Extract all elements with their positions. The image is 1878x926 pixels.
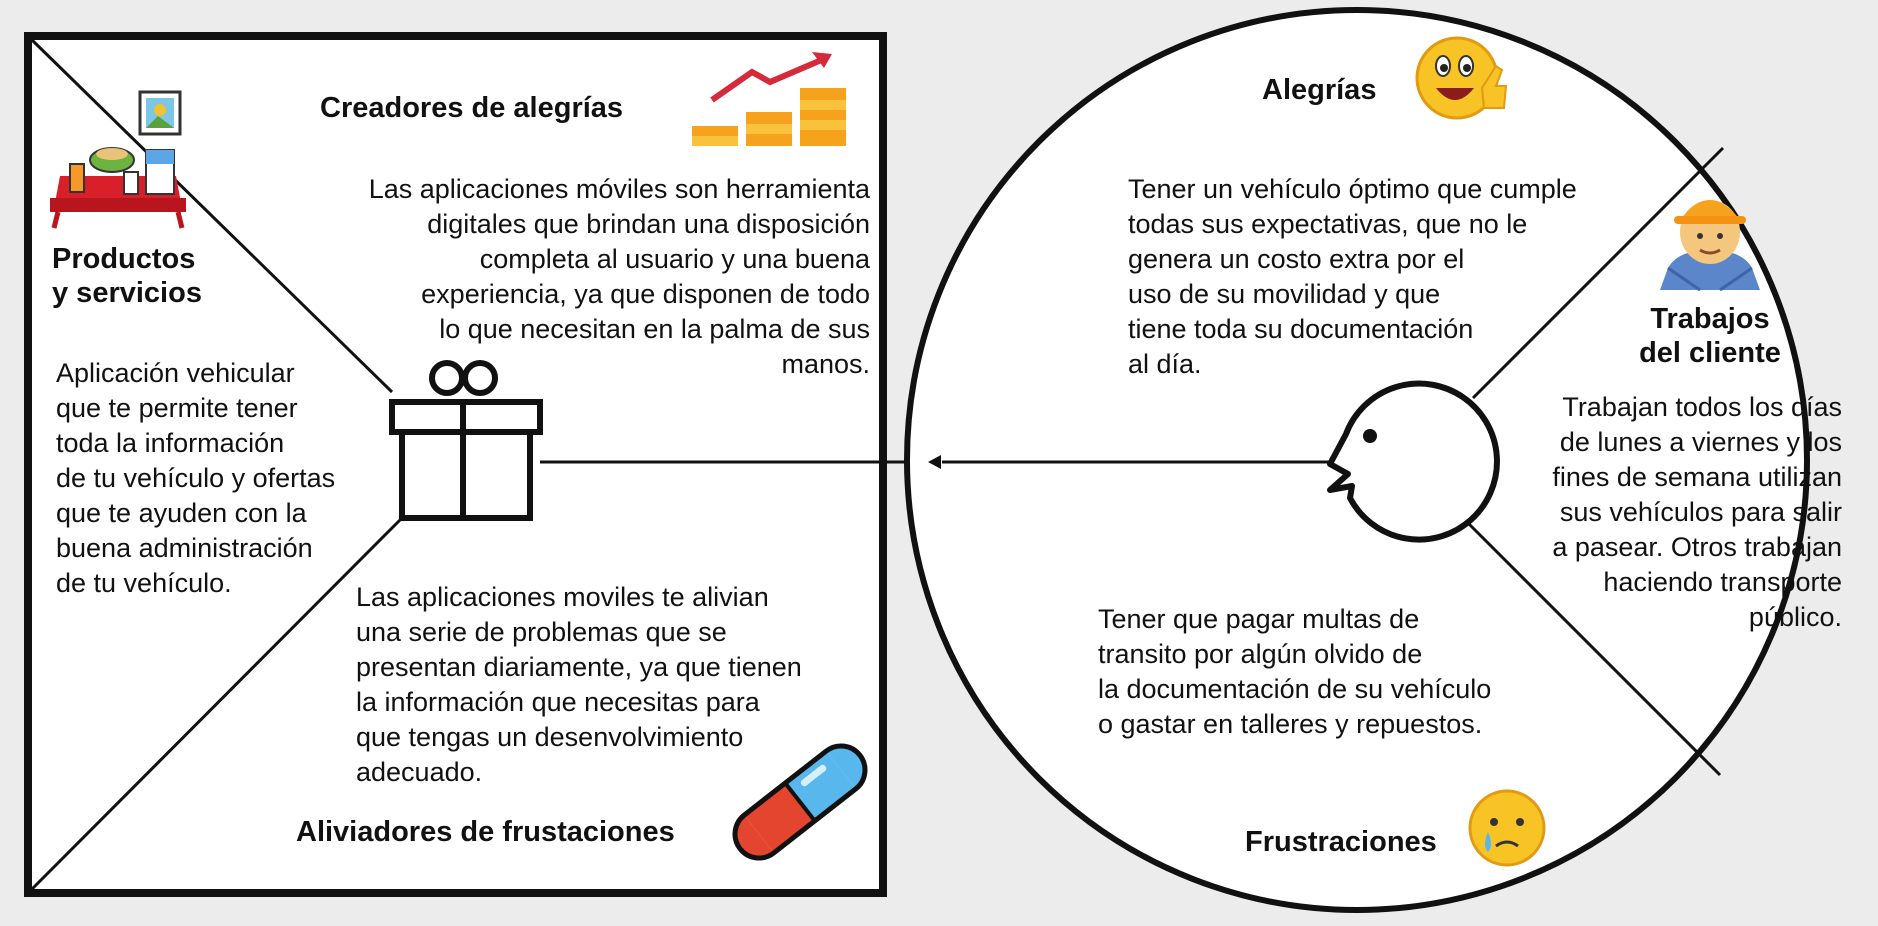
- products-services-text: Aplicación vehicular que te permite tene…: [56, 358, 336, 598]
- value-map-divider-bottom: [30, 518, 402, 891]
- customer-divider-top: [1471, 146, 1725, 400]
- happy-thumbs-up-emoji-icon: [1415, 36, 1508, 120]
- customer-jobs-title: Trabajos del cliente: [1639, 303, 1781, 369]
- value-map: [24, 32, 920, 897]
- gains-title: Alegrías: [1262, 74, 1377, 106]
- gain-creators-title: Creadores de alegrías: [320, 92, 624, 124]
- connector-right-arrowhead: [928, 455, 941, 469]
- crying-emoji-icon: [1468, 789, 1546, 867]
- pain-relievers-title: Aliviadores de frustaciones: [296, 816, 675, 848]
- pill-capsule-icon: [732, 743, 868, 861]
- pains-text: Tener que pagar multas de transito por a…: [1098, 604, 1492, 739]
- customer-divider-bottom: [1463, 518, 1722, 777]
- products-services-title: Productos y servicios: [52, 243, 202, 309]
- gains-text: Tener un vehículo óptimo que cumple toda…: [1128, 174, 1577, 379]
- products-table-icon: [50, 90, 186, 229]
- construction-worker-emoji-icon: [1660, 200, 1760, 292]
- value-map-divider-top: [30, 38, 394, 394]
- gift-icon: [389, 360, 543, 521]
- pain-relievers-text: Las aplicaciones moviles te alivian una …: [356, 582, 802, 787]
- customer-profile: [904, 7, 1810, 913]
- growth-chart-icon: [692, 52, 846, 146]
- gain-creators-text: Las aplicaciones móviles son herramienta…: [368, 174, 870, 379]
- pains-title: Frustraciones: [1245, 826, 1437, 858]
- customer-face-icon: [1327, 380, 1500, 543]
- customer-jobs-text: Trabajan todos los días de lunes a viern…: [1552, 392, 1842, 632]
